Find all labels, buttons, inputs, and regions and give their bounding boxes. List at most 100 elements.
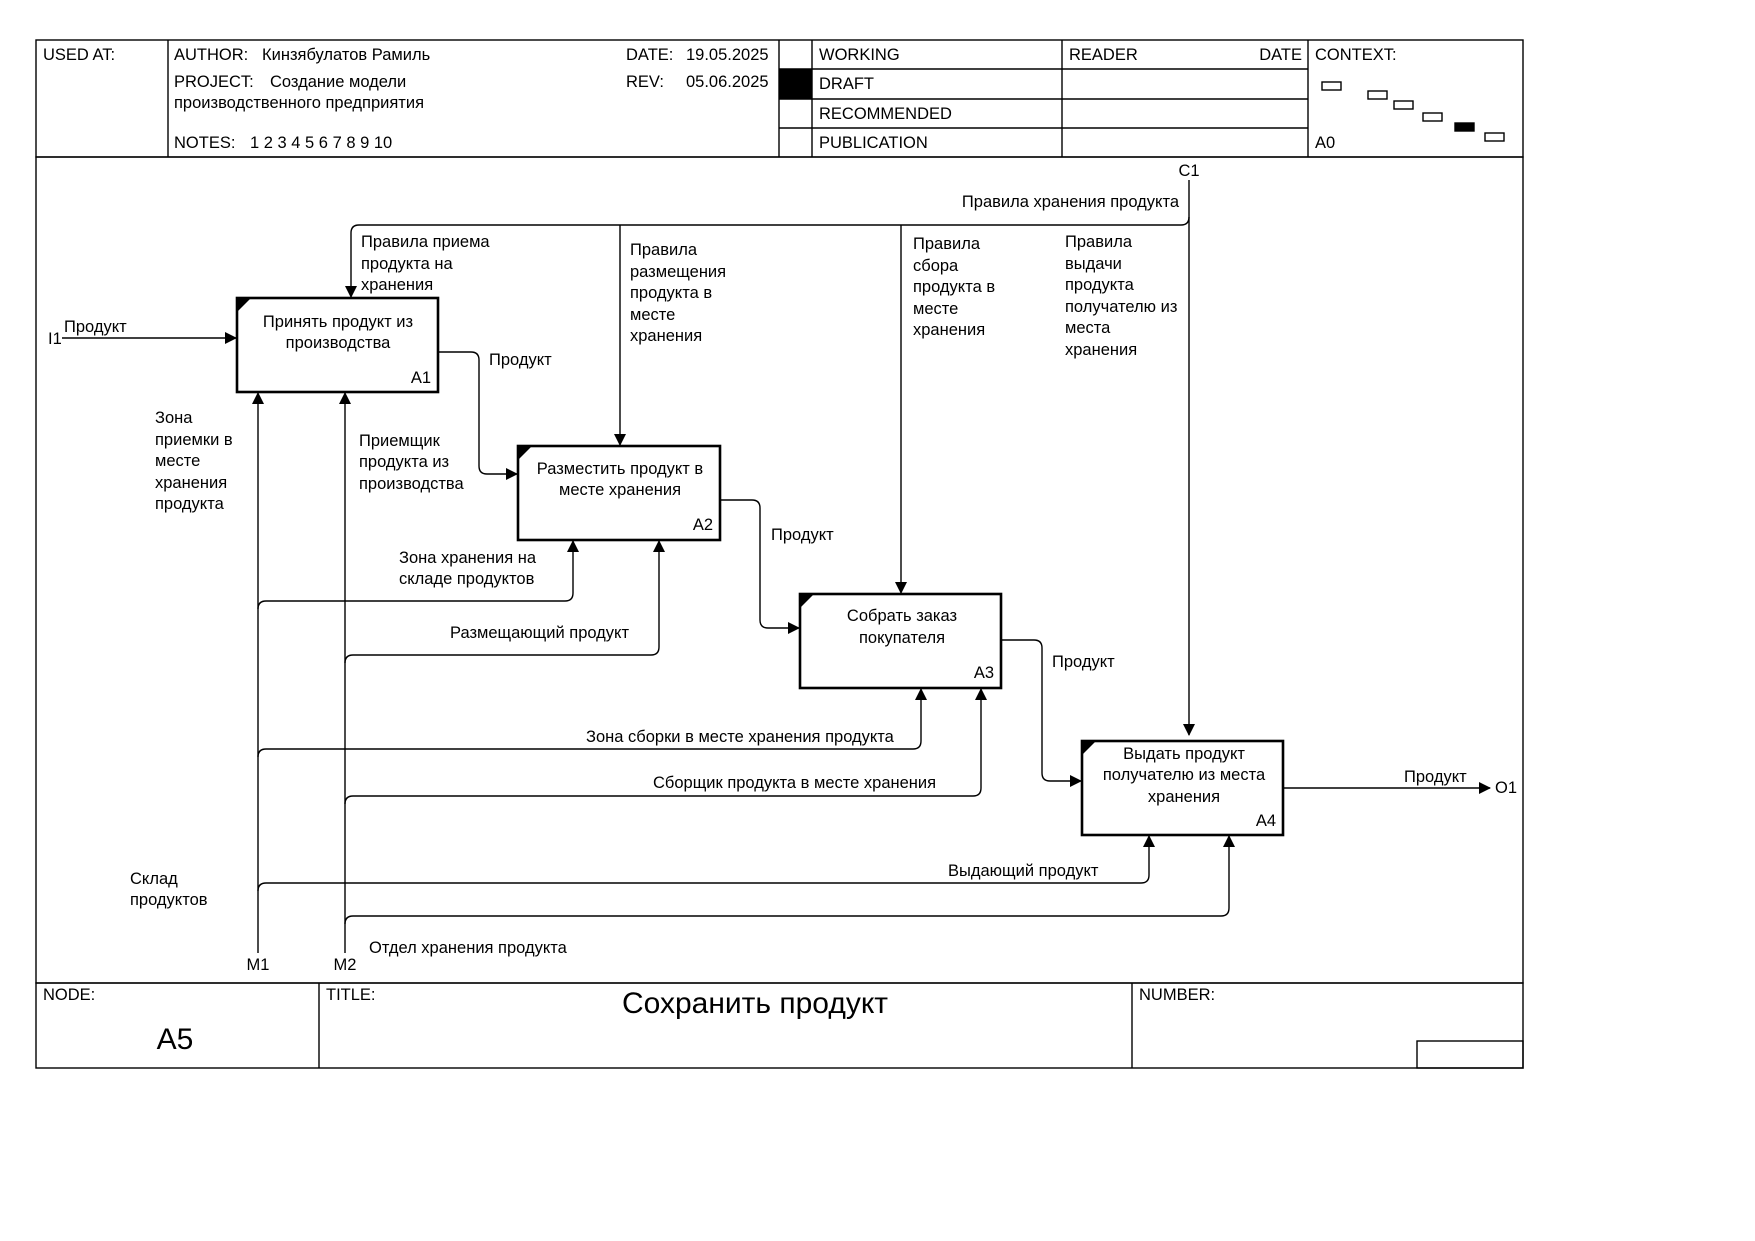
arrow-label: продукта bbox=[1065, 276, 1135, 294]
context-box-current bbox=[1454, 122, 1475, 132]
box-node-id: A4 bbox=[1256, 812, 1276, 830]
arrow-label: Продукт bbox=[771, 526, 834, 544]
arrow-label: Выдающий продукт bbox=[948, 862, 1099, 880]
author-name: Кинзябулатов Рамиль bbox=[262, 46, 430, 64]
node-value: A5 bbox=[157, 1023, 194, 1056]
activity-box-a1: Принять продукт из производства A1 bbox=[235, 296, 440, 394]
number-label: NUMBER: bbox=[1139, 986, 1215, 1004]
arrow-label: хранения bbox=[155, 474, 227, 492]
tunnel-m2: M2 bbox=[334, 956, 357, 974]
status-recommended: RECOMMENDED bbox=[819, 105, 952, 123]
arrow-label: места bbox=[1065, 319, 1111, 337]
tunnel-o1: O1 bbox=[1495, 779, 1517, 797]
footer-frame bbox=[35, 982, 1524, 1069]
project-name-line2: производственного предприятия bbox=[174, 94, 424, 112]
mechanism-arrow-a4-warehouse bbox=[257, 835, 1155, 892]
footer: NODE: A5 TITLE: Сохранить продукт NUMBER… bbox=[35, 982, 1524, 1069]
arrow-label: Правила bbox=[1065, 233, 1133, 251]
arrow-label: Продукт bbox=[64, 318, 127, 336]
arrow-label: продукта в bbox=[630, 284, 712, 302]
reader-label: READER bbox=[1069, 46, 1138, 64]
arrow-label: Зона сборки в месте хранения продукта bbox=[586, 728, 895, 746]
title-label: TITLE: bbox=[326, 986, 376, 1004]
box-frame bbox=[1080, 739, 1285, 837]
flow-arrow-a1-a2 bbox=[438, 351, 518, 480]
page-number-box bbox=[1416, 1040, 1524, 1069]
reader-date-label: DATE bbox=[1259, 46, 1302, 64]
tunnel-c1: C1 bbox=[1178, 162, 1199, 180]
arrow-label: месте bbox=[630, 306, 675, 324]
context-box bbox=[1321, 81, 1342, 91]
box-frame bbox=[235, 296, 440, 394]
box-node-id: A2 bbox=[693, 516, 713, 534]
arrow-label: Продукт bbox=[1052, 653, 1115, 671]
box-node-id: A3 bbox=[974, 664, 994, 682]
arrow-label: продукта на bbox=[361, 255, 453, 273]
mechanism-arrow-a4-issuer bbox=[344, 835, 1235, 925]
arrow-label: продукта в bbox=[913, 278, 995, 296]
box-corner-mark bbox=[237, 298, 251, 312]
box-title-line: хранения bbox=[1148, 788, 1220, 806]
context-box bbox=[1367, 90, 1388, 100]
arrow-labels: Продукт Правила хранения продукта Правил… bbox=[64, 193, 1467, 957]
arrow-label: месте bbox=[913, 300, 958, 318]
mechanism-arrow-a3-zone bbox=[257, 688, 927, 758]
tunnel-m1: M1 bbox=[247, 956, 270, 974]
arrow-label: Склад bbox=[130, 870, 178, 888]
diagram-area bbox=[35, 156, 1524, 984]
rev-value: 05.06.2025 bbox=[686, 73, 769, 91]
context-box bbox=[1422, 112, 1443, 122]
arrow-label: Отдел хранения продукта bbox=[369, 939, 568, 957]
box-title-line: Принять продукт из bbox=[263, 313, 413, 331]
mechanism-arrow-a2-placer bbox=[344, 540, 665, 664]
box-corner-mark bbox=[800, 594, 814, 608]
idef0-diagram: USED AT: AUTHOR: Кинзябулатов Рамиль PRO… bbox=[35, 39, 1524, 1069]
date-label: DATE: bbox=[626, 46, 673, 64]
arrow-label: хранения bbox=[1065, 341, 1137, 359]
box-title-line: производства bbox=[286, 334, 391, 352]
arrow-label: хранения bbox=[630, 327, 702, 345]
arrow-label: Зона bbox=[155, 409, 193, 427]
arrow-label: месте bbox=[155, 452, 200, 470]
header: USED AT: AUTHOR: Кинзябулатов Рамиль PRO… bbox=[35, 39, 1524, 158]
arrow-label: производства bbox=[359, 475, 464, 493]
status-publication: PUBLICATION bbox=[819, 134, 928, 152]
arrow-label: Размещающий продукт bbox=[450, 624, 629, 642]
project-name-line1: Создание модели bbox=[270, 73, 406, 91]
arrow-label: складе продуктов bbox=[399, 570, 535, 588]
arrow-label: продукта из bbox=[359, 453, 449, 471]
box-title-line: месте хранения bbox=[559, 481, 681, 499]
mechanism-arrow-a3-assembler bbox=[344, 688, 987, 805]
author-label: AUTHOR: bbox=[174, 46, 248, 64]
status-draft: DRAFT bbox=[819, 75, 874, 93]
activity-box-a4: Выдать продукт получателю из места хране… bbox=[1080, 739, 1285, 837]
context-box bbox=[1393, 100, 1414, 110]
project-label: PROJECT: bbox=[174, 73, 254, 91]
box-title-line: Собрать заказ bbox=[847, 607, 957, 625]
arrow-label: сбора bbox=[913, 257, 959, 275]
box-node-id: A1 bbox=[411, 369, 431, 387]
draft-status-marker bbox=[779, 69, 812, 99]
arrow-label: Правила bbox=[913, 235, 981, 253]
arrow-label: Правила хранения продукта bbox=[962, 193, 1180, 211]
arrow-label: Зона хранения на bbox=[399, 549, 537, 567]
arrow-label: Приемщик bbox=[359, 432, 441, 450]
arrow-label: Сборщик продукта в месте хранения bbox=[653, 774, 936, 792]
arrow-label: выдачи bbox=[1065, 255, 1122, 273]
date-value: 19.05.2025 bbox=[686, 46, 769, 64]
context-box bbox=[1484, 132, 1505, 142]
context-label: CONTEXT: bbox=[1315, 46, 1397, 64]
rev-label: REV: bbox=[626, 73, 664, 91]
control-arrow-a1 bbox=[345, 216, 1190, 298]
box-title-line: получателю из места bbox=[1103, 766, 1266, 784]
box-frame bbox=[516, 444, 722, 542]
arrow-label: продуктов bbox=[130, 891, 208, 909]
context-node: A0 bbox=[1315, 134, 1335, 152]
activity-box-a3: Собрать заказ покупателя A3 bbox=[798, 592, 1003, 690]
box-title-line: Разместить продукт в bbox=[537, 460, 704, 478]
arrow-label: Продукт bbox=[489, 351, 552, 369]
arrow-label: Продукт bbox=[1404, 768, 1467, 786]
arrows bbox=[62, 180, 1491, 953]
diagram-title: Сохранить продукт bbox=[622, 987, 888, 1020]
flow-arrow-a3-a4 bbox=[1001, 639, 1082, 787]
